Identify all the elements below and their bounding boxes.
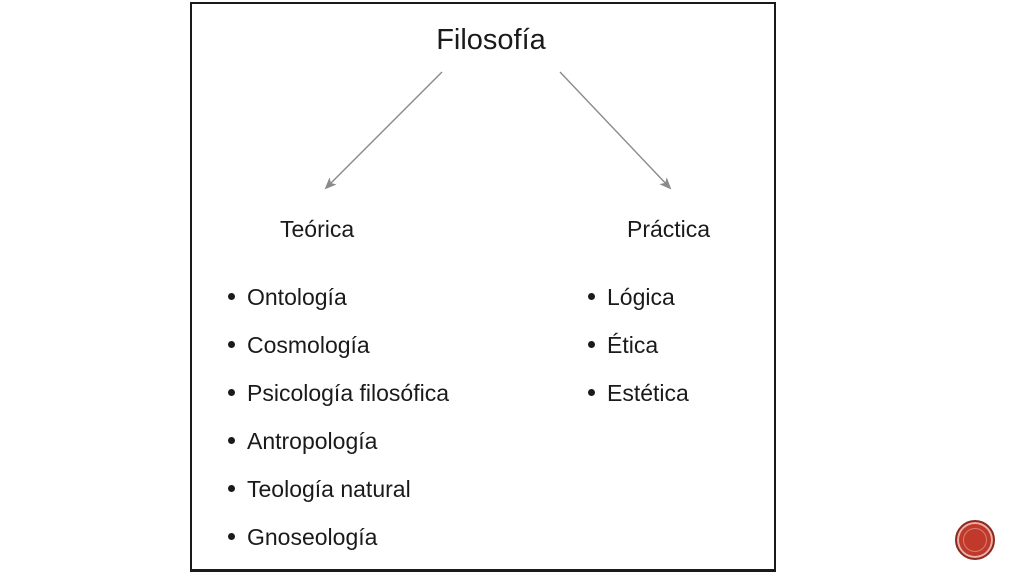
slide-nav-button[interactable] (955, 520, 995, 560)
bullet-icon (588, 389, 595, 397)
branch-title-practica: Práctica (627, 216, 711, 242)
teorica-list: Ontología Cosmología Psicología filosófi… (228, 280, 449, 568)
list-item-label: Antropología (247, 428, 378, 454)
arrow-to-practica (559, 71, 672, 190)
list-item-label: Ética (607, 332, 659, 358)
bullet-icon (588, 293, 595, 301)
list-item-label: Cosmología (247, 332, 370, 358)
diagram-panel: Filosofía Teórica Práctica Ontología Cos… (190, 2, 776, 572)
list-item: Ética (588, 328, 689, 376)
list-item: Lógica (588, 280, 689, 328)
list-item-label: Gnoseología (247, 524, 378, 550)
branch-title-teorica: Teórica (280, 216, 355, 242)
practica-list: Lógica Ética Estética (588, 280, 689, 424)
list-item: Gnoseología (228, 520, 449, 568)
bullet-icon (588, 341, 595, 349)
circle-nav-icon (963, 528, 987, 552)
list-item-label: Lógica (607, 284, 675, 310)
connector-arrows (324, 71, 672, 190)
bullet-icon (228, 389, 235, 397)
list-item: Cosmología (228, 328, 449, 376)
bullet-icon (228, 533, 235, 541)
bullet-icon (228, 437, 235, 445)
list-item: Estética (588, 376, 689, 424)
list-item: Psicología filosófica (228, 376, 449, 424)
arrow-to-teorica (324, 71, 443, 190)
bullet-icon (228, 485, 235, 493)
list-item-label: Teología natural (247, 476, 411, 502)
list-item-label: Ontología (247, 284, 347, 310)
bullet-icon (228, 293, 235, 301)
list-item: Ontología (228, 280, 449, 328)
root-node-title: Filosofía (436, 24, 546, 56)
list-item-label: Estética (607, 380, 689, 406)
list-item-label: Psicología filosófica (247, 380, 449, 406)
bullet-icon (228, 341, 235, 349)
list-item: Antropología (228, 424, 449, 472)
list-item: Teología natural (228, 472, 449, 520)
